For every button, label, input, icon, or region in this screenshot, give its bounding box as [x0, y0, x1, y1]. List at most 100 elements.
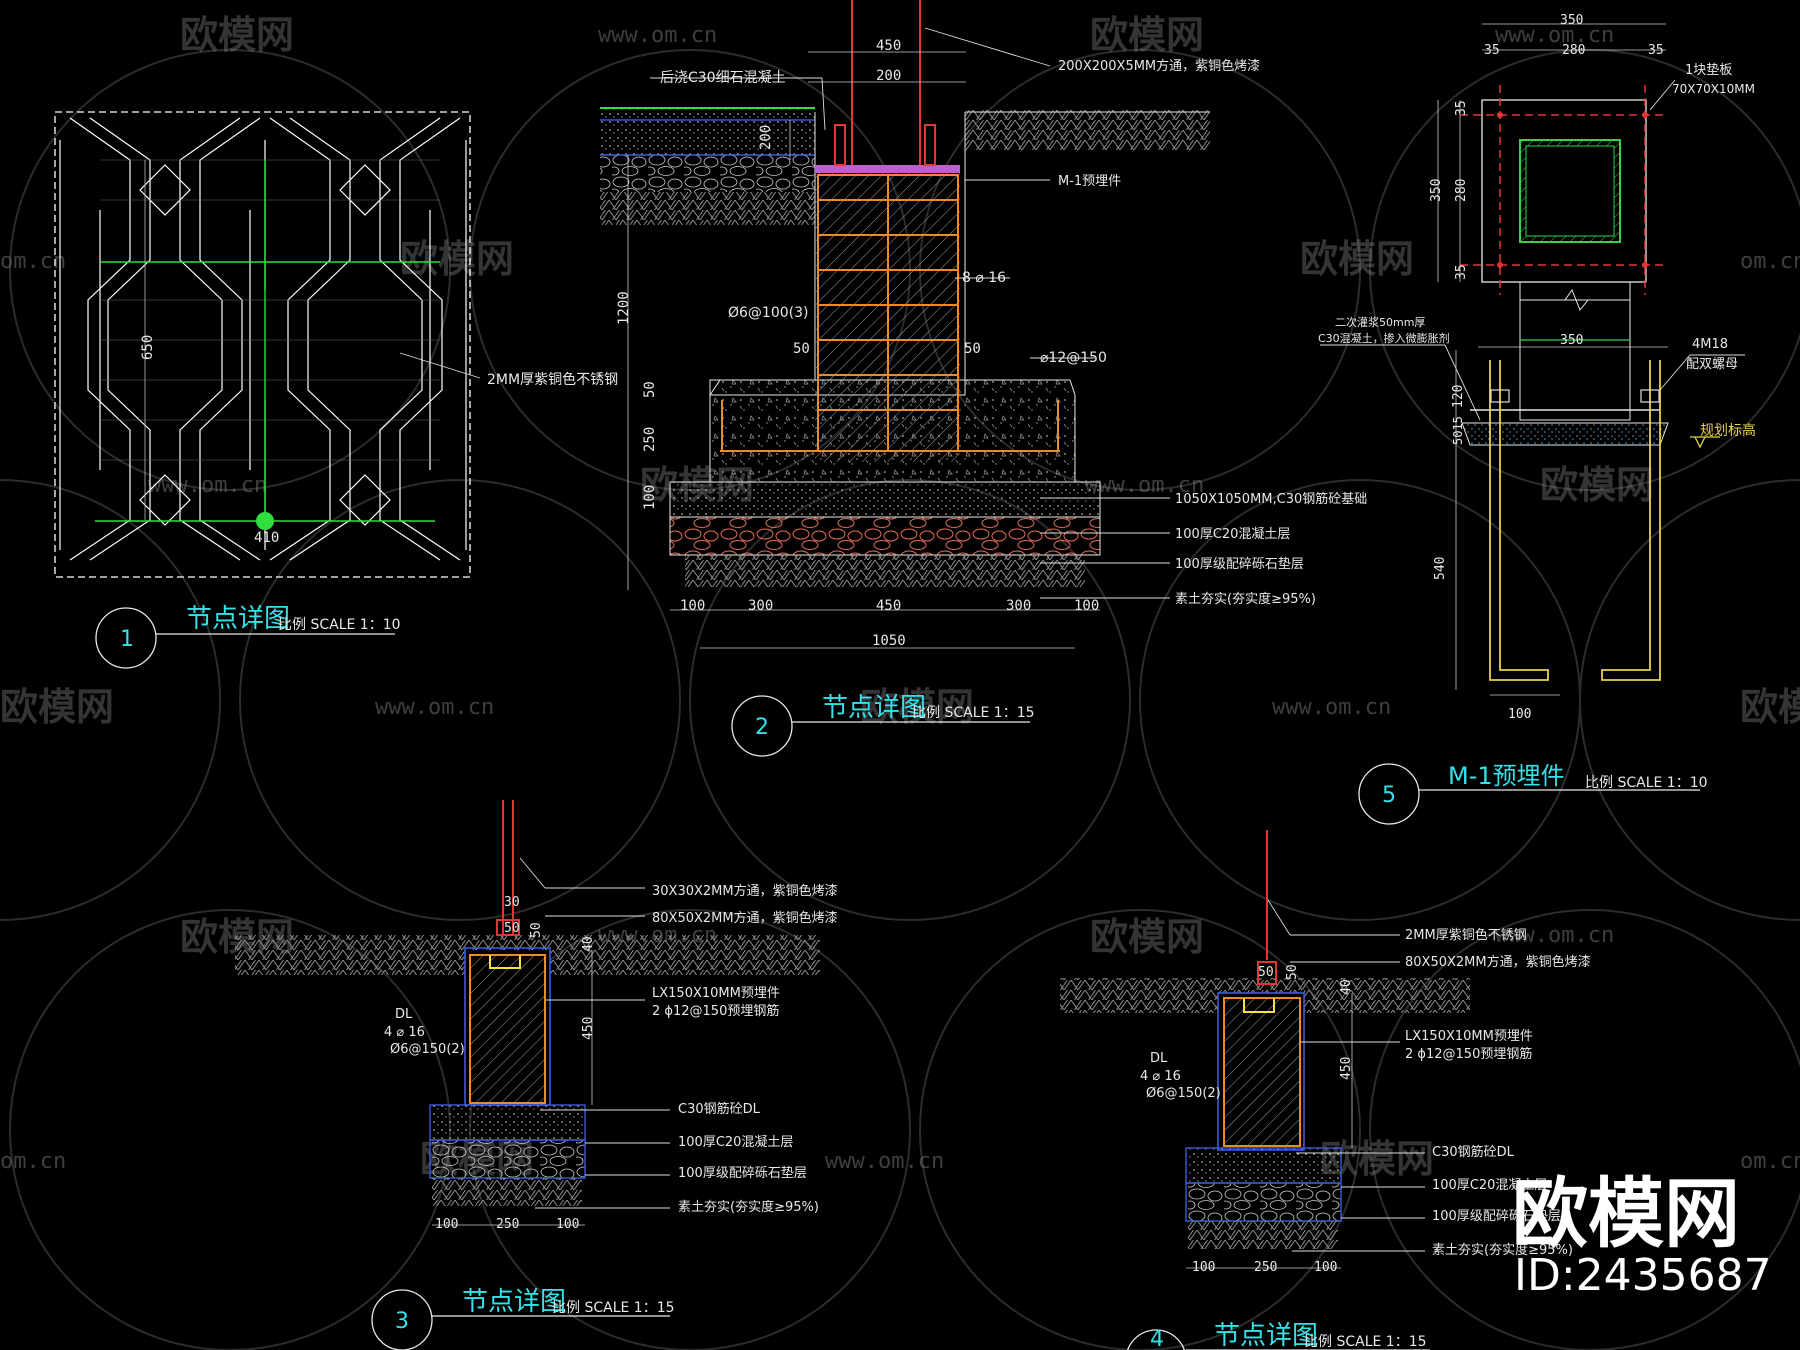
gravel-layer — [429, 1139, 586, 1179]
note-c20: 100厚C20混凝土层 — [1432, 1177, 1547, 1193]
watermark-url: www.om.cn — [598, 23, 717, 48]
dim-bottom: 100 — [435, 1217, 458, 1232]
detail-number-circle — [371, 1289, 433, 1350]
note-nut: 配双螺母 — [1686, 357, 1738, 372]
dim-bottom: 100 — [680, 598, 705, 614]
note-rebar: 2 ϕ12@150预埋钢筋 — [652, 1003, 779, 1019]
watermark-url: om.cn — [0, 1149, 66, 1174]
dim-350: 350 — [1560, 333, 1583, 348]
dim-5015: 5015 — [1451, 416, 1465, 445]
detail-5: 350 35 280 35 350 35 280 35 1块垫板 70X70X1… — [1318, 13, 1756, 825]
note-soil: 素土夯实(夯实度≥95%) — [1175, 591, 1316, 607]
dim-350: 350 — [1429, 179, 1444, 202]
bolt — [924, 124, 936, 166]
note-steel: 2MM厚紫铜色不锈钢 — [487, 371, 618, 388]
watermark-url: om.cn — [1740, 1149, 1800, 1174]
embed-plate — [815, 165, 960, 173]
dim-bottom: 100 — [1074, 598, 1099, 614]
gravel-layer — [1185, 1182, 1342, 1222]
detail-4: 50 50 40 450 2MM厚紫铜色不锈钢 80X50X2MM方通，紫铜色烤… — [1060, 830, 1591, 1350]
note-lx: LX150X10MM预埋件 — [652, 986, 780, 1001]
gravel-left — [600, 155, 815, 192]
earth-bottom — [1188, 1221, 1338, 1249]
dim-bottom: 100 — [1314, 1260, 1337, 1275]
c20-layer — [669, 481, 1101, 518]
detail-scale: 比例 SCALE 1：15 — [552, 1300, 675, 1316]
dim-120: 120 — [1451, 385, 1466, 408]
dim-50b: 50 — [529, 922, 544, 938]
note-concrete: 后浇C30细石混凝土 — [660, 70, 786, 86]
dim-30: 30 — [504, 895, 520, 910]
dim-35: 35 — [1454, 100, 1469, 116]
note-soil: 素土夯实(夯实度≥95%) — [678, 1199, 819, 1215]
lattice-pattern — [59, 117, 467, 561]
dim-bottom: 300 — [1006, 598, 1031, 614]
gravel-layer — [669, 516, 1101, 556]
brand-logo-text: 欧模网 — [1512, 1169, 1740, 1258]
watermark-url: www.om.cn — [1495, 923, 1614, 948]
dl-label: DL — [1150, 1051, 1168, 1066]
note-c20: 100厚C20混凝土层 — [678, 1134, 793, 1150]
detail-number: 1 — [120, 627, 134, 652]
detail-number: 4 — [1150, 1327, 1164, 1350]
dim-280: 280 — [1454, 179, 1469, 202]
dim-540: 540 — [1433, 557, 1448, 580]
brand-id: ID:2435687 — [1514, 1250, 1772, 1301]
dim-50a: 50 — [642, 381, 658, 398]
watermark-brand: 欧模网 — [180, 13, 294, 57]
detail-number: 2 — [755, 715, 769, 740]
detail-number: 5 — [1382, 783, 1396, 808]
dl-beam — [469, 954, 546, 1104]
plate-center-lines — [1460, 85, 1668, 295]
detail-number-circle — [95, 607, 157, 669]
dim-bottom: 100 — [556, 1217, 579, 1232]
dim-35: 35 — [1484, 43, 1500, 58]
detail-scale: 比例 SCALE 1：15 — [1304, 1334, 1427, 1350]
note-gravel: 100厚级配碎砾石垫层 — [1175, 556, 1304, 572]
dim-40: 40 — [581, 936, 596, 952]
watermark-brand: 欧模网 — [400, 237, 514, 281]
detail-title: 节点详图 — [462, 1287, 566, 1317]
watermark-url: www.om.cn — [1495, 23, 1614, 48]
dim-1200: 1200 — [616, 291, 632, 325]
note-tube80: 80X50X2MM方通，紫铜色烤漆 — [1405, 954, 1591, 970]
dim-200: 200 — [876, 68, 901, 84]
watermark-url: www.om.cn — [375, 695, 494, 720]
rebar-cage — [720, 174, 1060, 452]
watermark-brand: 欧模网 — [1740, 685, 1800, 729]
grid-lines — [100, 159, 440, 461]
watermark-brand: 欧模网 — [1540, 463, 1654, 507]
watermark-url: www.om.cn — [1272, 695, 1391, 720]
dim-50b: 50 — [793, 341, 810, 357]
dim-bottom: 250 — [1254, 1260, 1277, 1275]
dim-200b: 200 — [758, 125, 774, 150]
note-elevation: 规划标高 — [1700, 422, 1756, 439]
watermark-url: www.om.cn — [1085, 473, 1204, 498]
detail-scale: 比例 SCALE 1：10 — [278, 617, 401, 633]
note-dl: C30钢筋砼DL — [1432, 1144, 1515, 1160]
earth-left — [600, 192, 815, 225]
earth-bottom — [432, 1178, 582, 1206]
detail-scale: 比例 SCALE 1：10 — [1585, 775, 1708, 791]
note-tube: 200X200X5MM方通，紫铜色烤漆 — [1058, 58, 1260, 74]
detail-3: 30 50 50 40 450 30X30X2MM方通，紫铜色烤漆 80X50X… — [235, 800, 838, 1350]
leader-line — [399, 352, 481, 379]
dim-450: 450 — [1339, 1057, 1354, 1080]
note-rebar12: ⌀12@150 — [1040, 350, 1107, 366]
note-stirrup: Ø6@100(3) — [728, 305, 808, 321]
detail-1: 650 410 2MM厚紫铜色不锈钢 1 节点详图 比例 SCALE 1：10 — [54, 111, 618, 669]
dim-35: 35 — [1648, 43, 1664, 58]
note-grout: 二次灌浆50mm厚 — [1335, 315, 1425, 329]
detail-number-circle — [1358, 763, 1420, 825]
note-dl: C30钢筋砼DL — [678, 1101, 761, 1117]
dl-stirrup: Ø6@150(2) — [1146, 1086, 1221, 1101]
note-steel: 2MM厚紫铜色不锈钢 — [1405, 927, 1527, 943]
dl-label: DL — [395, 1007, 413, 1022]
dim-bottom: 300 — [748, 598, 773, 614]
dim-250: 250 — [642, 427, 658, 452]
dim-50a: 50 — [1258, 965, 1274, 980]
dim-50c: 50 — [964, 341, 981, 357]
note-gravel: 100厚级配碎砾石垫层 — [1432, 1208, 1561, 1224]
note-tube30: 30X30X2MM方通，紫铜色烤漆 — [652, 883, 838, 899]
brand-stamp: 欧模网 ID:2435687 — [1512, 1169, 1772, 1301]
